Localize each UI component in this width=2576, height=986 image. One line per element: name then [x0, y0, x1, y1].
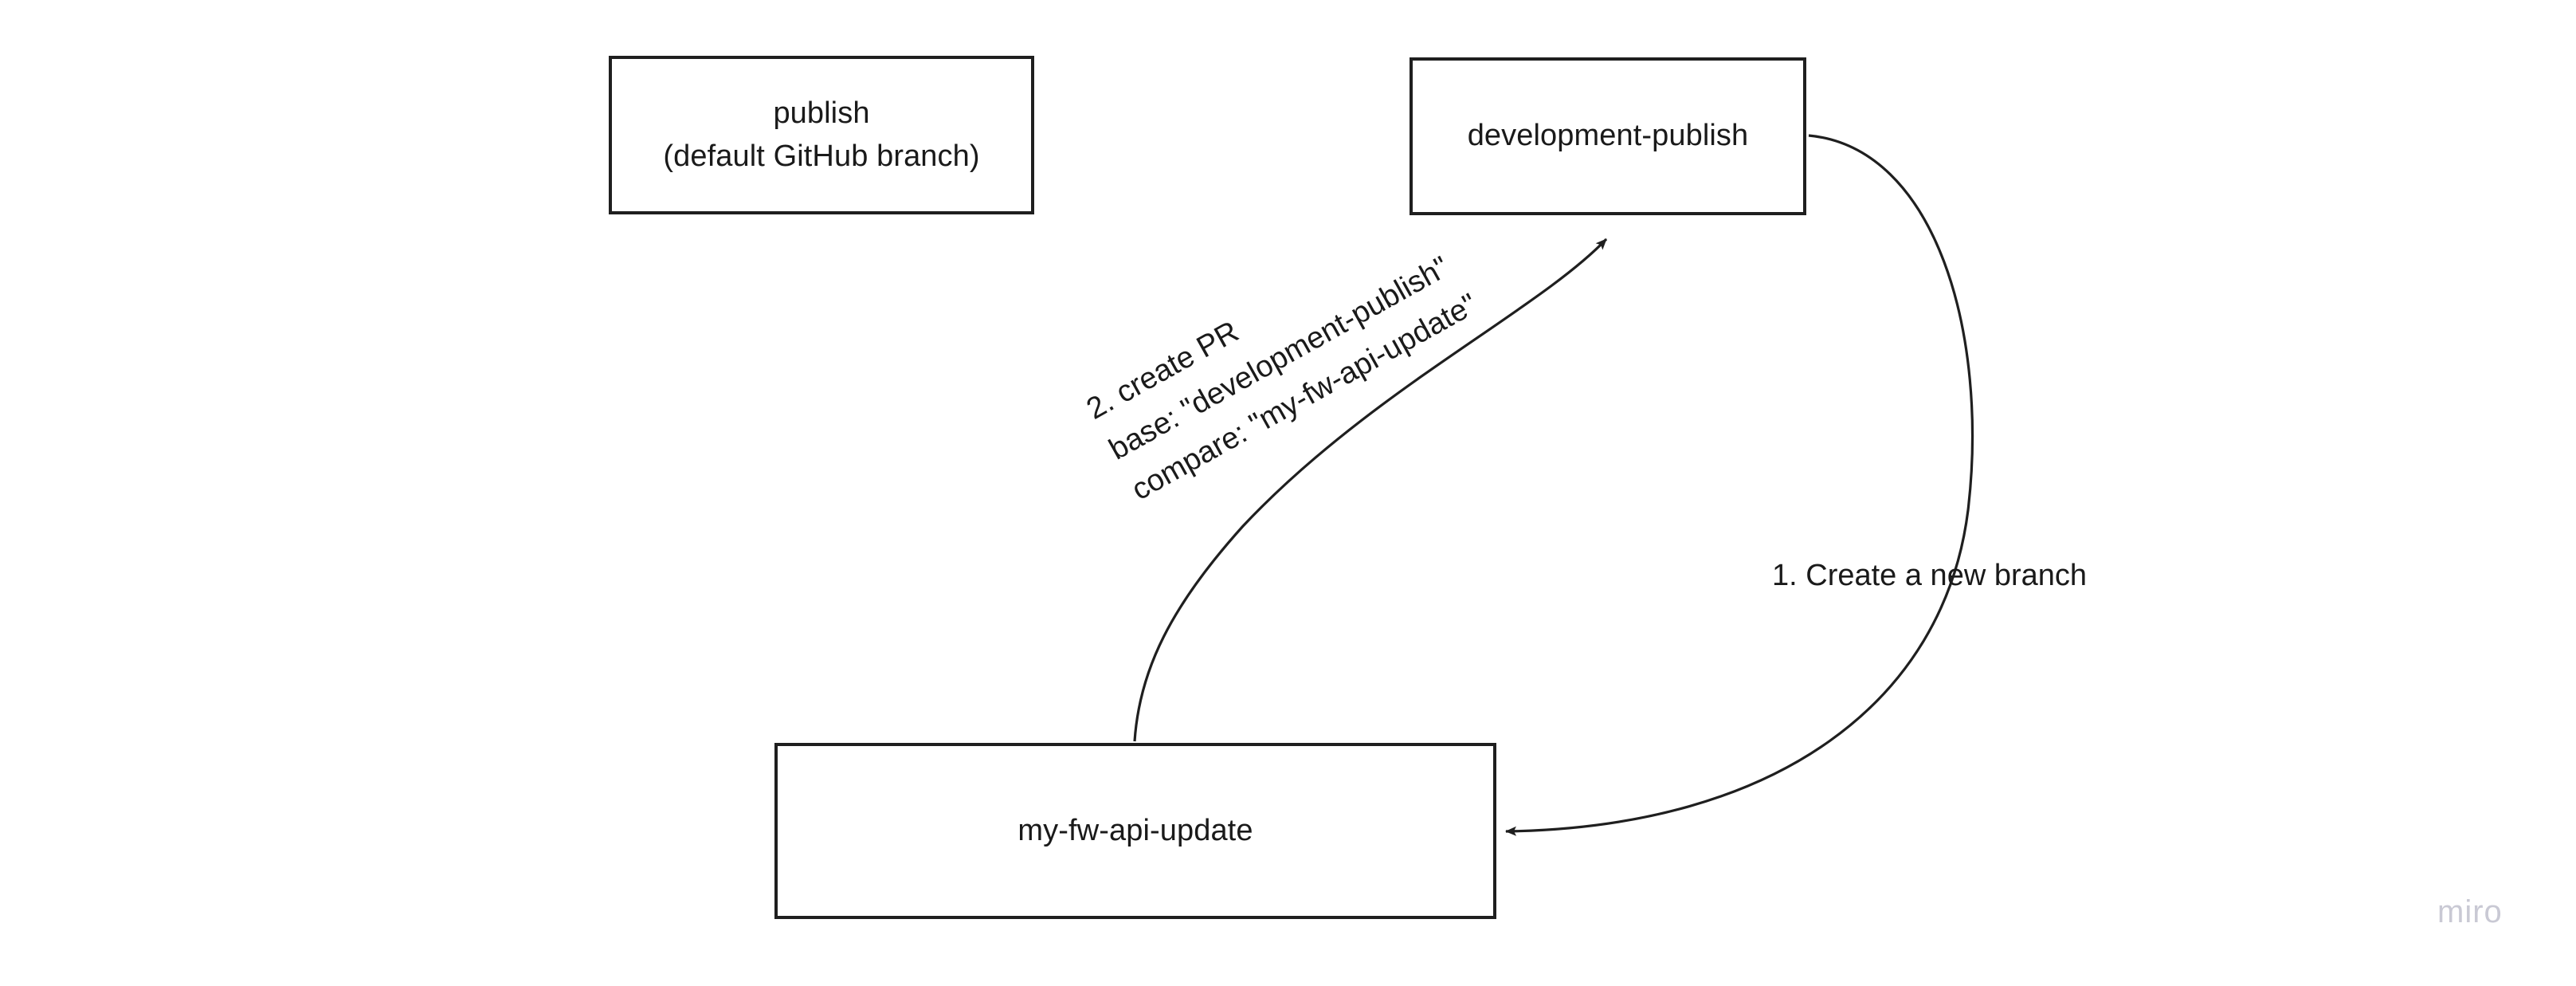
- node-development-publish-label: development-publish: [1467, 119, 1749, 153]
- node-my-fw-api-update-label: my-fw-api-update: [1017, 813, 1253, 847]
- node-development-publish[interactable]: development-publish: [1410, 57, 1806, 215]
- node-my-fw-api-update[interactable]: my-fw-api-update: [774, 743, 1496, 919]
- edge-label-create-pr: 2. create PR base: "development-publish"…: [1080, 249, 1484, 507]
- miro-watermark: miro: [2437, 894, 2503, 929]
- node-publish[interactable]: publish (default GitHub branch): [609, 56, 1034, 214]
- edge-create-branch-path: [1505, 134, 1974, 836]
- node-publish-label: publish (default GitHub branch): [663, 96, 980, 173]
- edge-label-create-branch: 1. Create a new branch: [1772, 559, 2088, 592]
